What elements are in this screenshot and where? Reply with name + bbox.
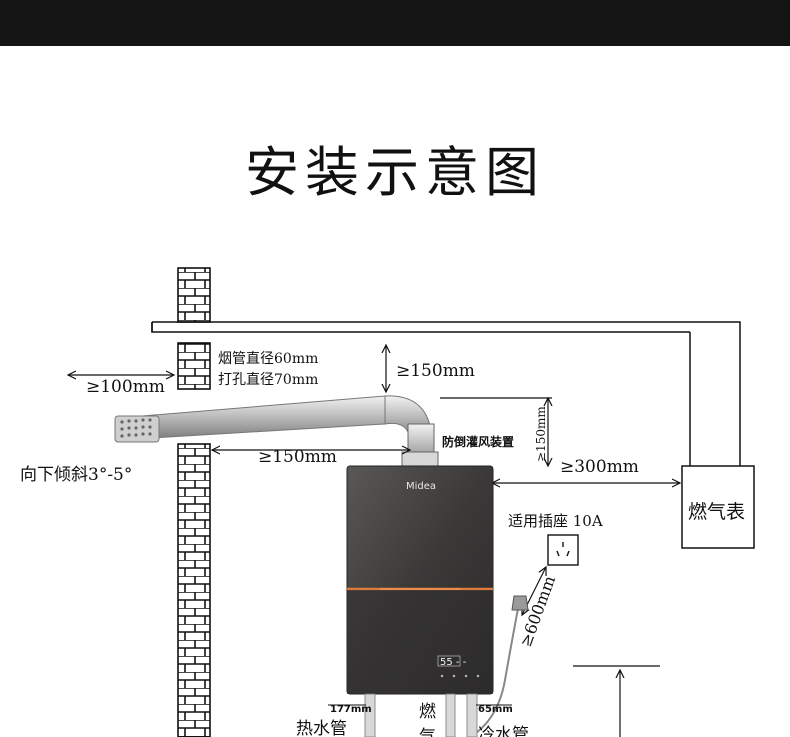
dim-left-label: 177mm xyxy=(330,704,372,715)
meter-distance-label: ≥300mm xyxy=(560,457,639,477)
gas-pipe-label-2: 气 xyxy=(419,727,436,737)
hole-diameter-label: 打孔直径70mm xyxy=(218,371,318,388)
dimension-lines xyxy=(68,345,680,737)
power-plug xyxy=(511,595,529,611)
top-clearance-label: ≥150mm xyxy=(396,361,475,381)
top-bar xyxy=(0,0,790,46)
power-socket xyxy=(547,534,579,566)
brick-wall xyxy=(177,267,211,737)
cold-pipe-label: 冷水管 xyxy=(478,725,529,737)
slope-label: 向下倾斜3°-5° xyxy=(20,465,132,485)
dim-right-label: 65mm xyxy=(478,704,513,715)
flue-diameter-label: 烟管直径60mm xyxy=(218,350,318,367)
socket-label: 适用插座 10A xyxy=(508,512,603,530)
brand-logo: Midea xyxy=(406,481,436,492)
pipe-length-label: ≥150mm xyxy=(258,447,337,467)
vertical-clearance-label: ≥150mm xyxy=(534,406,548,462)
gas-supply-pipe xyxy=(151,321,741,466)
hot-pipe-label: 热水管 xyxy=(296,719,347,737)
gas-pipe-label-1: 燃 xyxy=(419,702,436,722)
power-cord xyxy=(469,597,521,737)
gas-meter xyxy=(681,465,755,549)
page-title: 安装示意图 xyxy=(245,141,545,204)
anti-backflow-label: 防倒灌风装置 xyxy=(442,434,514,449)
cord-length-label: ≥600mm xyxy=(516,573,559,649)
gas-meter-label: 燃气表 xyxy=(688,501,745,523)
wall-distance-label: ≥100mm xyxy=(86,377,165,397)
water-heater xyxy=(346,465,494,737)
heater-display: 55 - - xyxy=(440,657,467,668)
